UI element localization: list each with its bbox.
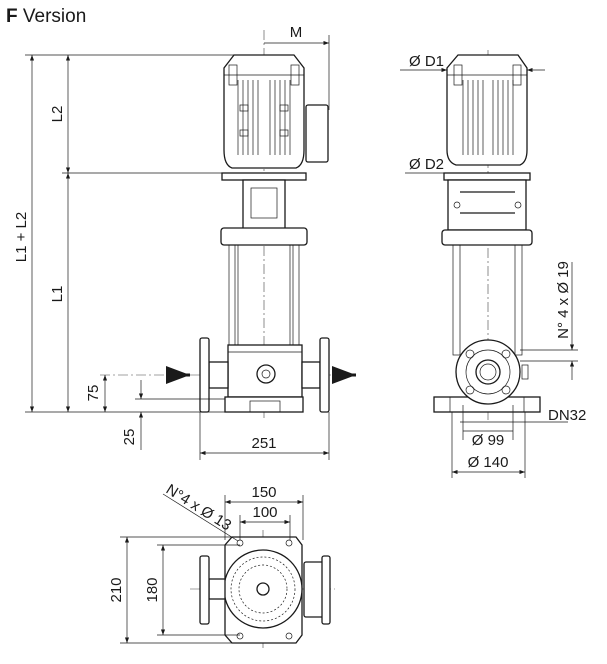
side-dimensions: Ø D1 Ø D2 N° 4 x Ø 19 DN32 Ø 99 Ø 140 bbox=[400, 53, 586, 478]
label-base-height: 25 bbox=[121, 429, 138, 446]
label-flange-diameter: Ø D2 bbox=[409, 156, 444, 173]
motor bbox=[223, 54, 329, 169]
top-view bbox=[190, 530, 335, 650]
label-base-depth: 210 bbox=[108, 577, 125, 602]
label-pump-height: L1 bbox=[49, 286, 66, 303]
outlet-flange bbox=[319, 337, 330, 413]
label-bolt-circle: Ø 99 bbox=[472, 432, 505, 449]
label-flange-outer: Ø 140 bbox=[468, 454, 509, 471]
label-bolt-holes: N° 4 x Ø 19 bbox=[555, 261, 572, 339]
label-motor-offset: M bbox=[290, 24, 303, 41]
front-dimensions: L1 + L2 L2 L1 M 75 25 251 bbox=[13, 24, 330, 460]
side-view bbox=[433, 50, 541, 420]
terminal-box bbox=[305, 104, 329, 163]
label-motor-diameter: Ø D1 bbox=[409, 53, 444, 70]
title: F Version bbox=[6, 6, 86, 27]
label-nominal-diameter: DN32 bbox=[548, 407, 586, 424]
label-hole-spacing-x: 100 bbox=[252, 504, 277, 521]
front-view bbox=[100, 30, 356, 420]
label-flange-span: 251 bbox=[251, 435, 276, 452]
label-hole-spacing-y: 180 bbox=[144, 577, 161, 602]
label-base-holes: N°4 x Ø 13 bbox=[163, 481, 234, 534]
label-total-height: L1 + L2 bbox=[13, 212, 30, 262]
label-base-width: 150 bbox=[251, 484, 276, 501]
label-motor-height: L2 bbox=[49, 106, 66, 123]
inlet-flange bbox=[199, 337, 210, 413]
label-inlet-height: 75 bbox=[85, 385, 102, 402]
